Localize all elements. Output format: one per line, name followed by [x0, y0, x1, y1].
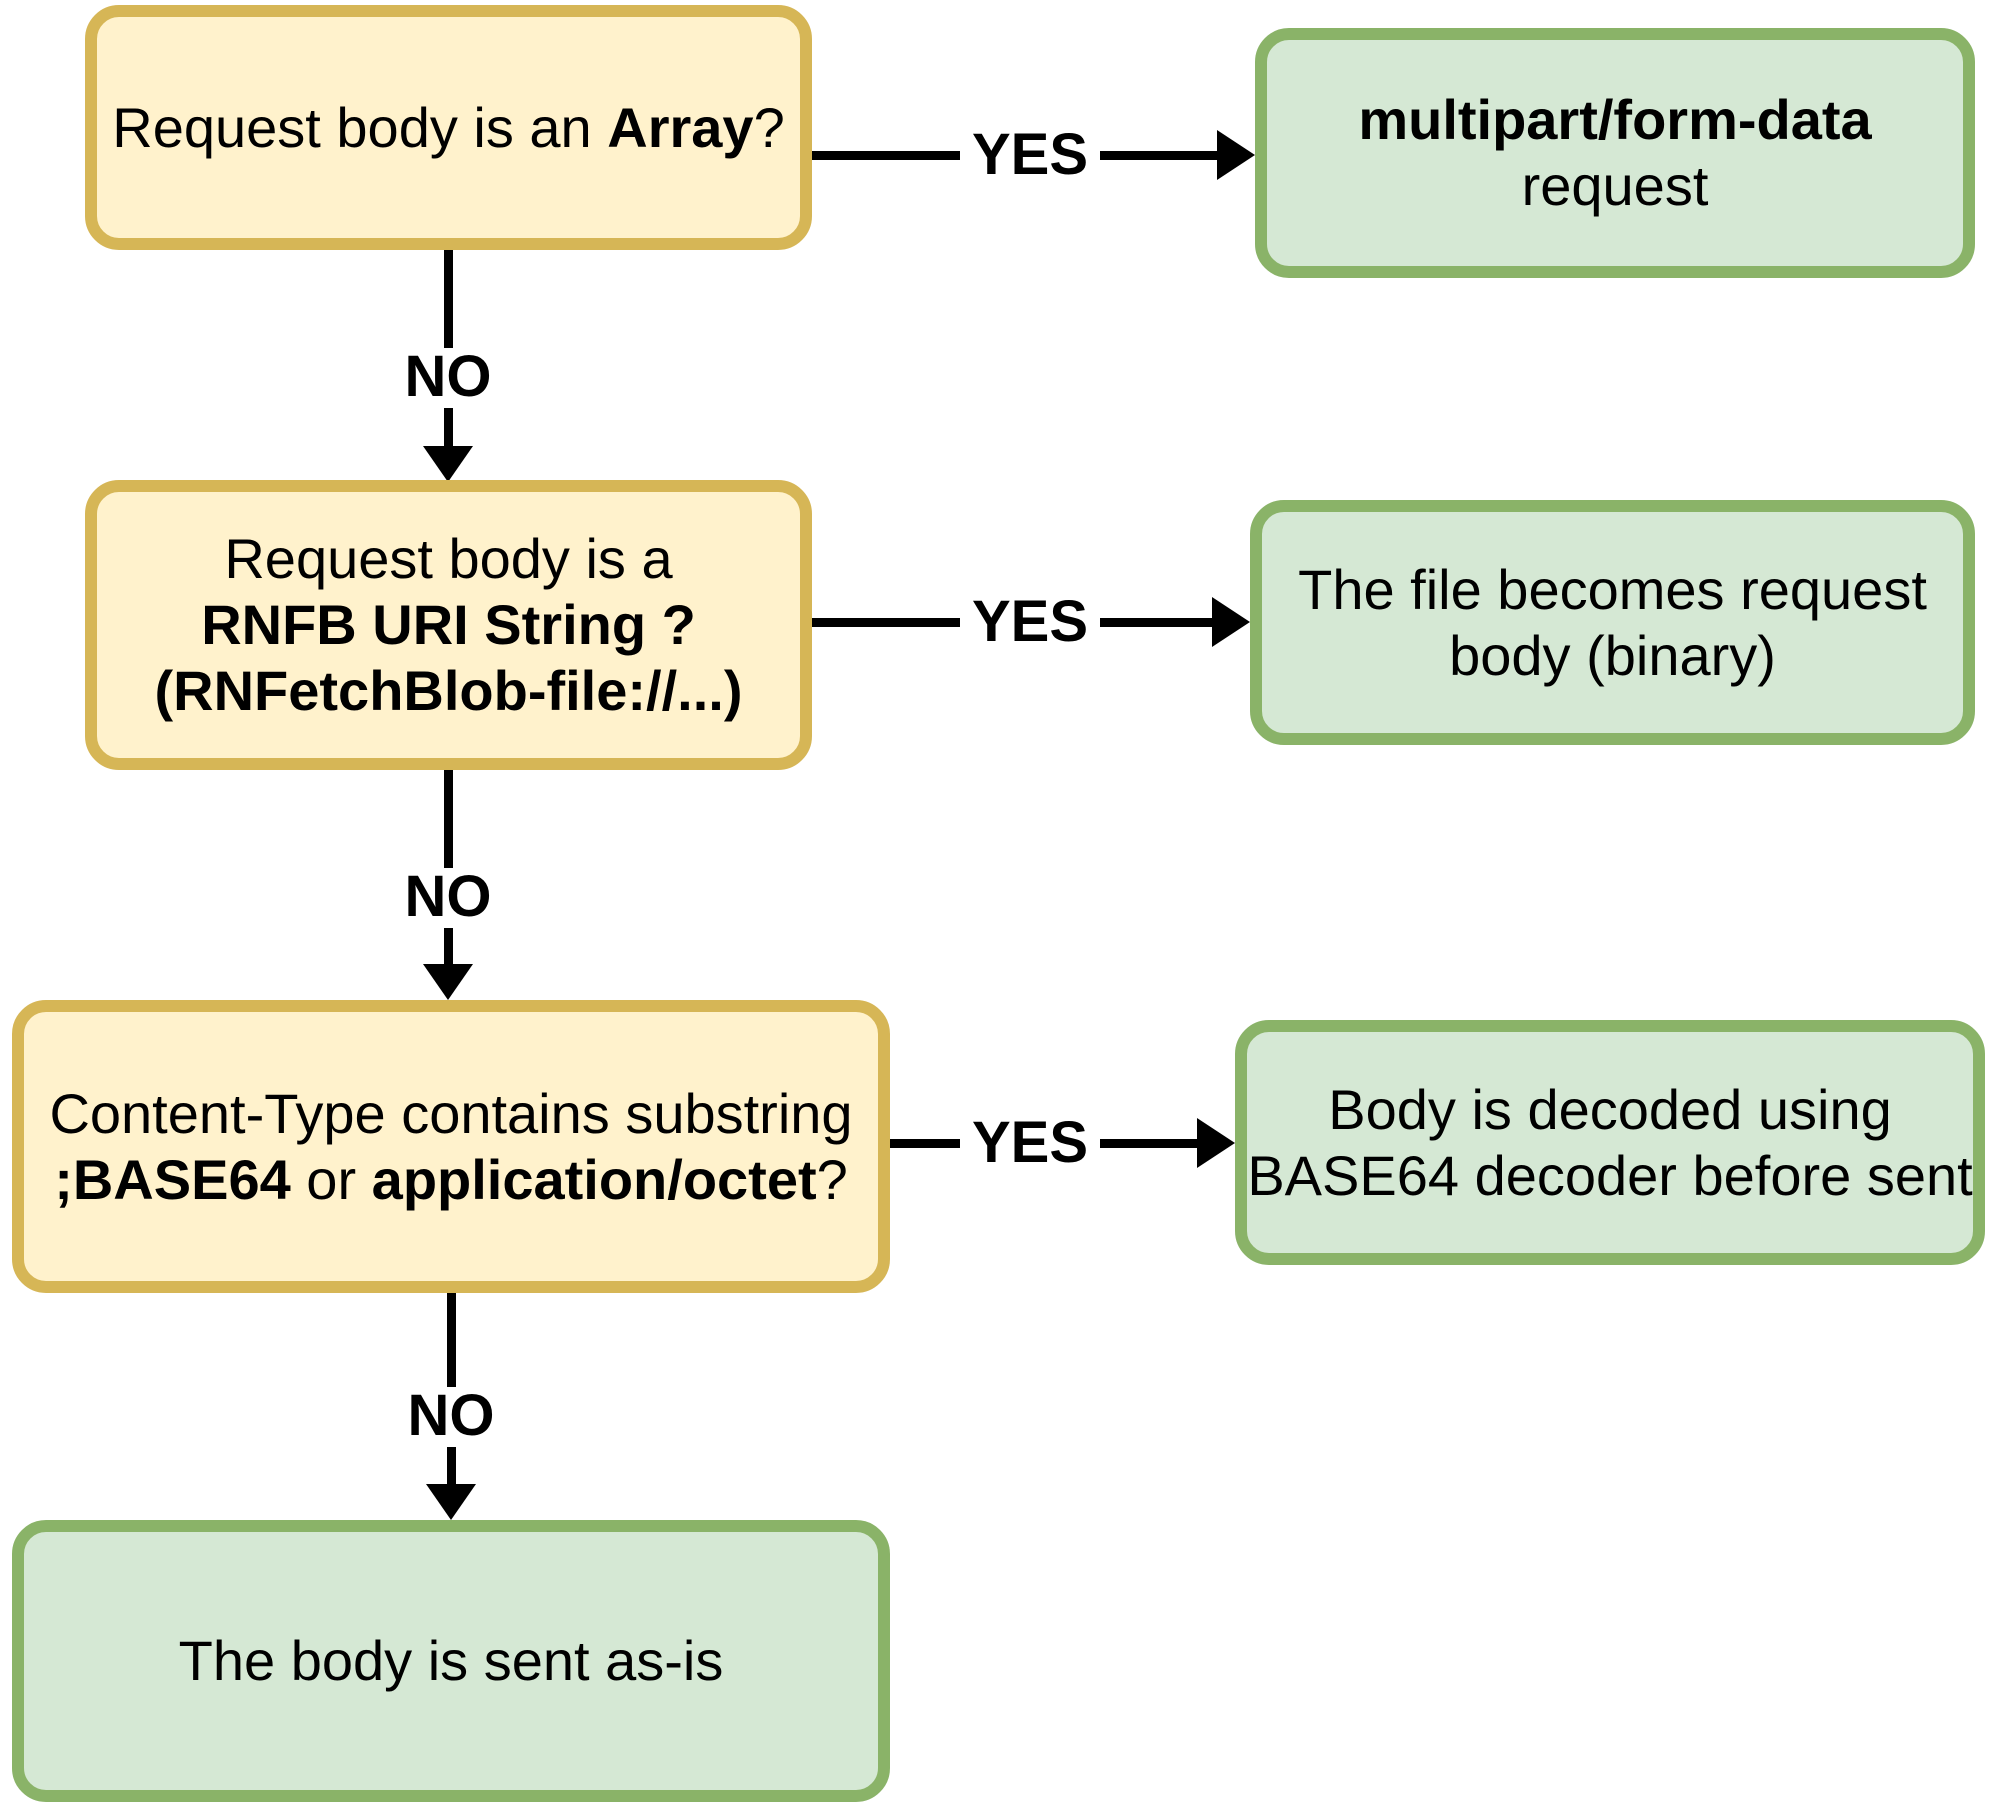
- decision-rnfb-uri-node: Request body is a RNFB URI String ? (RNF…: [85, 480, 812, 770]
- yes-arrow-3-line-start: [890, 1139, 960, 1148]
- no-label-1: NO: [404, 344, 492, 409]
- no-arrow-3-head: [426, 1484, 476, 1520]
- result-sent-as-is-node: The body is sent as-is: [12, 1520, 890, 1802]
- yes-arrow-1-line-start: [812, 151, 960, 160]
- result-multipart-node: multipart/form-data request: [1255, 28, 1975, 278]
- yes-arrow-2-line-start: [812, 618, 960, 627]
- no-label-3: NO: [407, 1383, 495, 1448]
- no-arrow-2-line-end: [444, 928, 453, 966]
- yes-label-1: YES: [971, 122, 1089, 187]
- yes-arrow-3-head: [1197, 1118, 1235, 1168]
- no-arrow-2-head: [423, 964, 473, 1000]
- node-text-line: Request body is an Array?: [112, 95, 785, 159]
- decision-array-node: Request body is an Array?: [85, 5, 812, 250]
- decision-content-type-node: Content-Type contains substring ;BASE64 …: [12, 1000, 890, 1293]
- no-label-2: NO: [404, 864, 492, 929]
- node-text-line: Content-Type contains substring: [49, 1081, 853, 1145]
- node-text-line: BASE64 decoder before sent: [1247, 1143, 1973, 1207]
- yes-label-3: YES: [971, 1110, 1089, 1175]
- yes-arrow-2-line-end: [1100, 618, 1212, 627]
- yes-arrow-3-line-end: [1100, 1139, 1197, 1148]
- node-text-line: body (binary): [1449, 623, 1776, 687]
- node-text-line: RNFB URI String ?: [201, 593, 696, 656]
- node-text-line: (RNFetchBlob-file://...): [154, 659, 743, 722]
- node-text-line: multipart/form-data: [1358, 88, 1872, 151]
- no-arrow-3-line-start: [447, 1293, 456, 1387]
- no-arrow-1-head: [423, 446, 473, 482]
- yes-arrow-2-head: [1212, 597, 1250, 647]
- no-arrow-1-line-end: [444, 408, 453, 448]
- yes-label-2: YES: [971, 589, 1089, 654]
- result-base64-decode-node: Body is decoded using BASE64 decoder bef…: [1235, 1020, 1985, 1265]
- no-arrow-1-line-start: [444, 250, 453, 348]
- result-file-binary-node: The file becomes request body (binary): [1250, 500, 1975, 745]
- no-arrow-2-line-start: [444, 770, 453, 868]
- node-text-line: Request body is a: [224, 527, 673, 590]
- node-text-line: Body is decoded using: [1328, 1077, 1892, 1141]
- yes-arrow-1-line-end: [1100, 151, 1217, 160]
- node-text-line: ;BASE64 or application/octet?: [54, 1147, 848, 1211]
- node-text-line: The body is sent as-is: [178, 1629, 724, 1692]
- no-arrow-3-line-end: [447, 1447, 456, 1485]
- node-text-line: request: [1521, 154, 1709, 217]
- yes-arrow-1-head: [1217, 130, 1255, 180]
- node-text-line: The file becomes request: [1298, 557, 1927, 621]
